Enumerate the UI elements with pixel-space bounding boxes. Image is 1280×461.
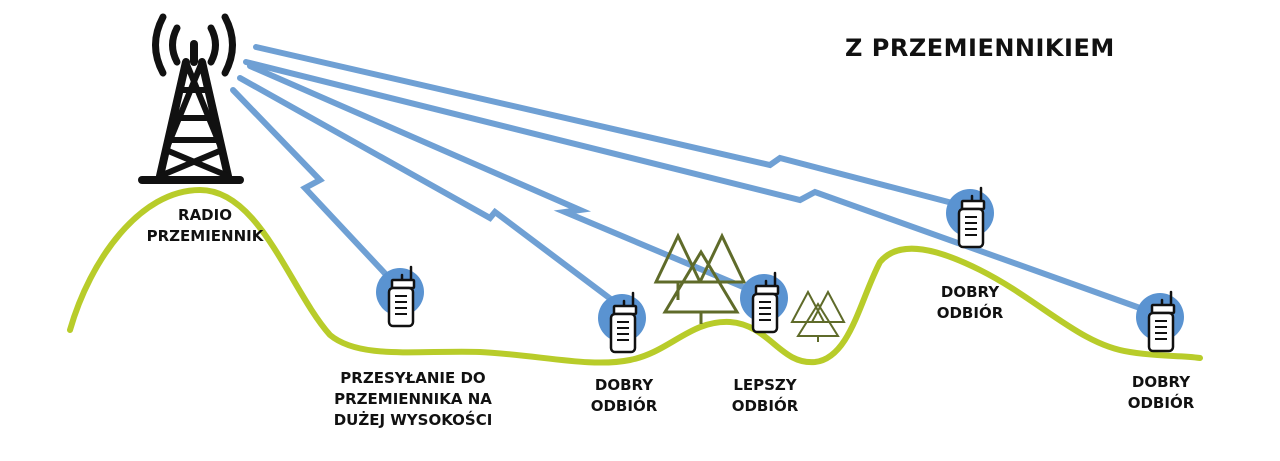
radio-tower-icon <box>138 13 244 184</box>
label-radio-3: LEPSZY ODBIÓR <box>732 375 799 417</box>
label-line: DOBRY <box>940 283 1000 301</box>
pine-tree-group-1 <box>653 232 747 324</box>
pine-tree-icon <box>697 232 747 284</box>
label-line: DOBRY <box>1131 373 1191 391</box>
label-line: DUŻEJ WYSOKOŚCI <box>333 411 493 429</box>
label-line: ODBIÓR <box>1127 394 1195 412</box>
label-line: PRZEMIENNIK <box>146 227 264 245</box>
label-repeater: RADIO PRZEMIENNIK <box>147 205 264 247</box>
label-line: ODBIÓR <box>590 397 658 415</box>
walkie-talkie-icon <box>374 265 426 328</box>
signal-line-to-radio-3 <box>247 63 758 295</box>
label-line: RADIO <box>178 206 232 224</box>
signal-line-to-radio-4 <box>253 44 963 208</box>
signal-line-to-radio-1 <box>230 87 396 285</box>
label-radio-4: DOBRY ODBIÓR <box>937 282 1004 324</box>
label-line: PRZESYŁANIE DO <box>340 369 486 387</box>
label-line: DOBRY <box>594 376 654 394</box>
label-line: ODBIÓR <box>936 304 1004 322</box>
signal-line-to-radio-2 <box>237 75 615 303</box>
label-line: LEPSZY <box>733 376 797 394</box>
pine-tree-icon <box>796 302 840 342</box>
signal-lines <box>230 44 1143 311</box>
label-radio-2: DOBRY ODBIÓR <box>591 375 658 417</box>
label-line: ODBIÓR <box>731 397 799 415</box>
diagram-title: Z PRZEMIENNIKIEM <box>845 34 1115 62</box>
terrain-line <box>67 186 1203 366</box>
signal-line-to-radio-5 <box>243 59 1143 311</box>
walkie-talkie-icon <box>596 291 648 354</box>
label-radio-1: PRZESYŁANIE DO PRZEMIENNIKA NA DUŻEJ WYS… <box>334 368 493 431</box>
walkie-talkie-icon <box>1134 290 1186 353</box>
pine-tree-icon <box>662 249 740 324</box>
signal-wave-icon <box>152 13 236 77</box>
label-radio-5: DOBRY ODBIÓR <box>1128 372 1195 414</box>
label-line: PRZEMIENNIKA NA <box>334 390 492 408</box>
pine-tree-group-2 <box>790 289 846 342</box>
